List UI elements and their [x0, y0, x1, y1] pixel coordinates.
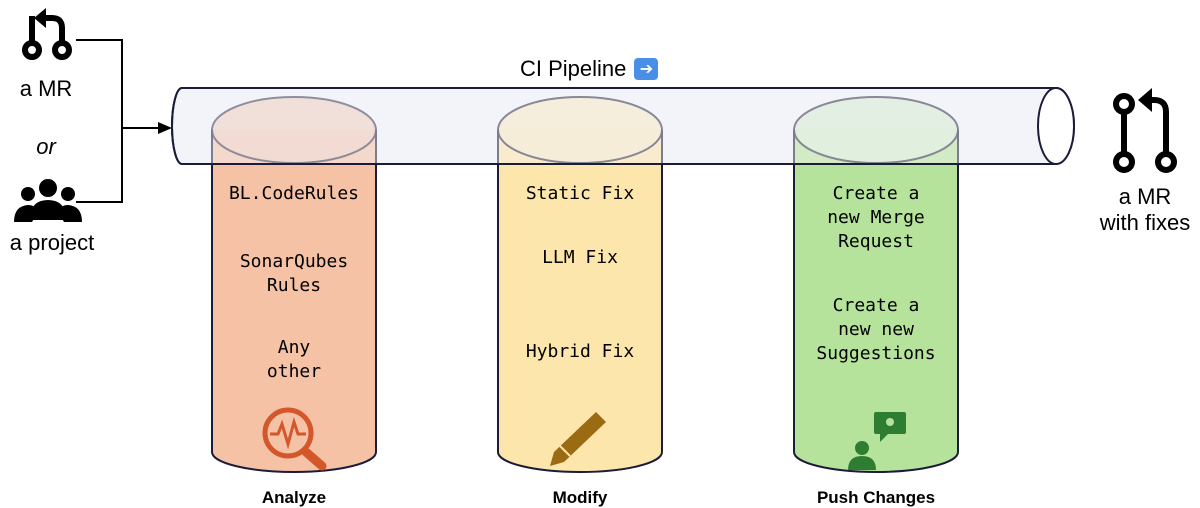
output-label-line2: with fixes [1099, 210, 1191, 235]
analyze-item-3: Any other [266, 337, 322, 382]
merge-request-icon [22, 15, 72, 60]
person-idea-icon [848, 412, 906, 470]
analyze-item-2: SonarQubes Rules [239, 251, 349, 296]
pipeline-title-text: CI Pipeline [520, 56, 627, 81]
project-group-icon [14, 179, 82, 222]
push-item-2: Create a new new Suggestions [816, 295, 936, 364]
input-project-label: a project [9, 230, 95, 255]
pencil-icon [550, 412, 606, 466]
modify-item-3: Hybrid Fix [525, 341, 635, 362]
push-item-1: Create a new Merge Request [827, 183, 925, 252]
merge-request-output-icon [1113, 93, 1177, 173]
right-arrow-emoji-icon: ➔ [634, 58, 659, 80]
input-or-label: or [36, 134, 56, 159]
cylinder-modify [497, 96, 663, 473]
cylinder-push [793, 96, 959, 473]
magnifier-analyze-icon [262, 407, 327, 471]
output-label-line1: a MR [1118, 184, 1172, 209]
input-connector [76, 39, 160, 203]
stage-label-push: Push Changes [816, 488, 936, 507]
pipe-end-cap [1037, 87, 1075, 165]
pipeline-title: CI Pipeline ➔ [520, 54, 720, 84]
stage-label-modify: Modify [552, 488, 608, 507]
stage-label-analyze: Analyze [261, 488, 327, 507]
output-label: a MR with fixes [1090, 184, 1200, 236]
input-arrowhead [158, 122, 172, 134]
cylinder-analyze [211, 96, 377, 473]
modify-item-1: Static Fix [525, 183, 635, 204]
analyze-item-1: BL.CodeRules [228, 183, 360, 204]
modify-item-2: LLM Fix [542, 247, 618, 268]
pipe-front [182, 87, 1056, 165]
input-mr-label: a MR [19, 76, 73, 101]
